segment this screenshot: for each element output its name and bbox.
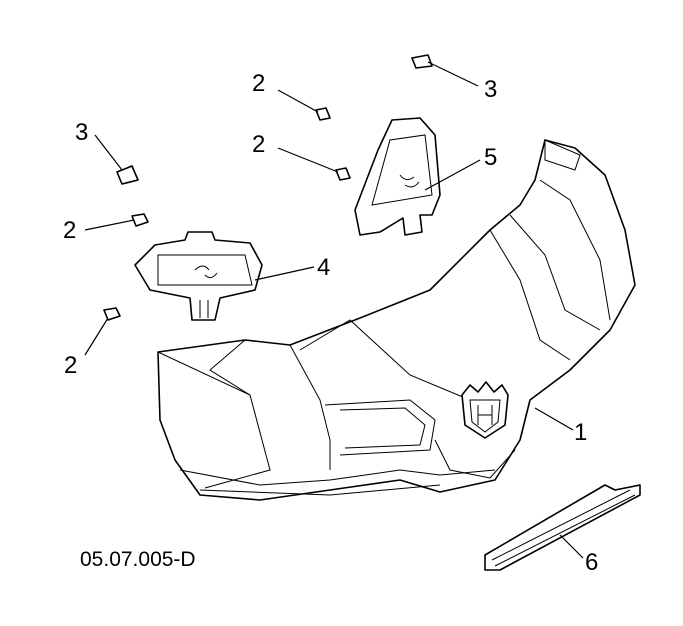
callout-2: 2	[252, 131, 266, 158]
headlight-right-part	[354, 117, 441, 236]
callout-5: 5	[484, 144, 498, 171]
callout-2: 2	[63, 217, 77, 244]
screw-parts	[103, 107, 351, 321]
cable-harness-part	[484, 484, 641, 571]
callout-4: 4	[317, 254, 331, 281]
headlight-left-part	[134, 231, 263, 321]
hood-cover-part	[157, 139, 636, 501]
callout-2: 2	[64, 352, 78, 379]
callout-2: 2	[252, 70, 266, 97]
brand-logo-icon	[461, 381, 509, 439]
callout-3: 3	[75, 119, 89, 146]
clip-parts	[116, 54, 433, 185]
callout-3: 3	[484, 76, 498, 103]
reference-code: 05.07.005-D	[80, 548, 196, 571]
callout-1: 1	[574, 419, 588, 446]
leader-lines	[84, 61, 584, 559]
callout-6: 6	[585, 549, 599, 576]
